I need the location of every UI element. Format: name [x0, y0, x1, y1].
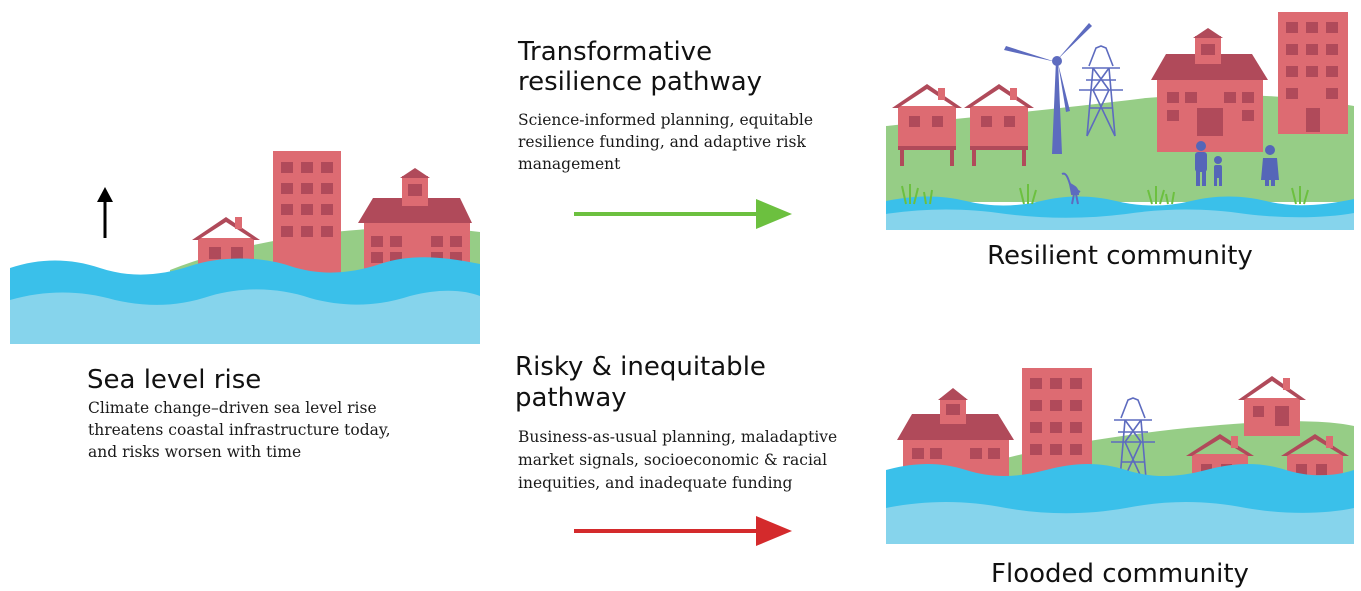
power-tower — [1079, 45, 1123, 137]
school-building — [1151, 28, 1268, 152]
hill-house — [1238, 376, 1306, 436]
risky-description-line-1: Business-as-usual planning, maladaptive — [518, 428, 838, 446]
heron-icon — [1061, 172, 1081, 205]
risky-title-line-1: Risky & inequitable — [515, 352, 766, 382]
stilt-house-1 — [892, 84, 962, 166]
grass-tufts — [901, 184, 1309, 205]
transformative-description-line-1: Science-informed planning, equitable — [518, 111, 813, 129]
risky-title-line-2: pathway — [515, 383, 627, 413]
sea-level-description-line-2: threatens coastal infrastructure today, — [88, 421, 391, 439]
apartment-tower — [1278, 12, 1348, 134]
transformative-description-line-2: resilience funding, and adaptive risk — [518, 133, 806, 151]
sea-level-description-line-1: Climate change–driven sea level rise — [88, 399, 377, 417]
transformative-title-line-1: Transformative — [518, 37, 713, 67]
flooded-community-scene — [886, 368, 1354, 544]
wind-turbine — [1004, 23, 1092, 154]
family-people-icon — [1195, 141, 1279, 186]
risky-description-line-2: market signals, socioeconomic & racial — [518, 451, 828, 469]
resilient-community-scene — [886, 12, 1354, 230]
water-light — [886, 502, 1354, 544]
green-arrow-icon — [574, 199, 792, 229]
resilient-community-caption: Resilient community — [987, 241, 1253, 271]
water-light — [10, 289, 480, 344]
flooded-community-caption: Flooded community — [991, 559, 1249, 589]
transformative-title-line-2: resilience pathway — [518, 67, 763, 97]
apartment-tower — [273, 151, 341, 291]
red-arrow-icon — [574, 516, 792, 546]
up-arrow-icon — [97, 187, 113, 238]
water-light — [886, 209, 1354, 230]
transformative-description-line-3: management — [518, 155, 621, 173]
sea-level-title: Sea level rise — [87, 365, 262, 395]
sea-level-rise-scene — [10, 151, 480, 344]
stilt-house-2 — [964, 84, 1034, 166]
risky-description-line-3: inequities, and inadequate funding — [518, 474, 793, 492]
sea-level-description-line-3: and risks worsen with time — [88, 443, 302, 461]
